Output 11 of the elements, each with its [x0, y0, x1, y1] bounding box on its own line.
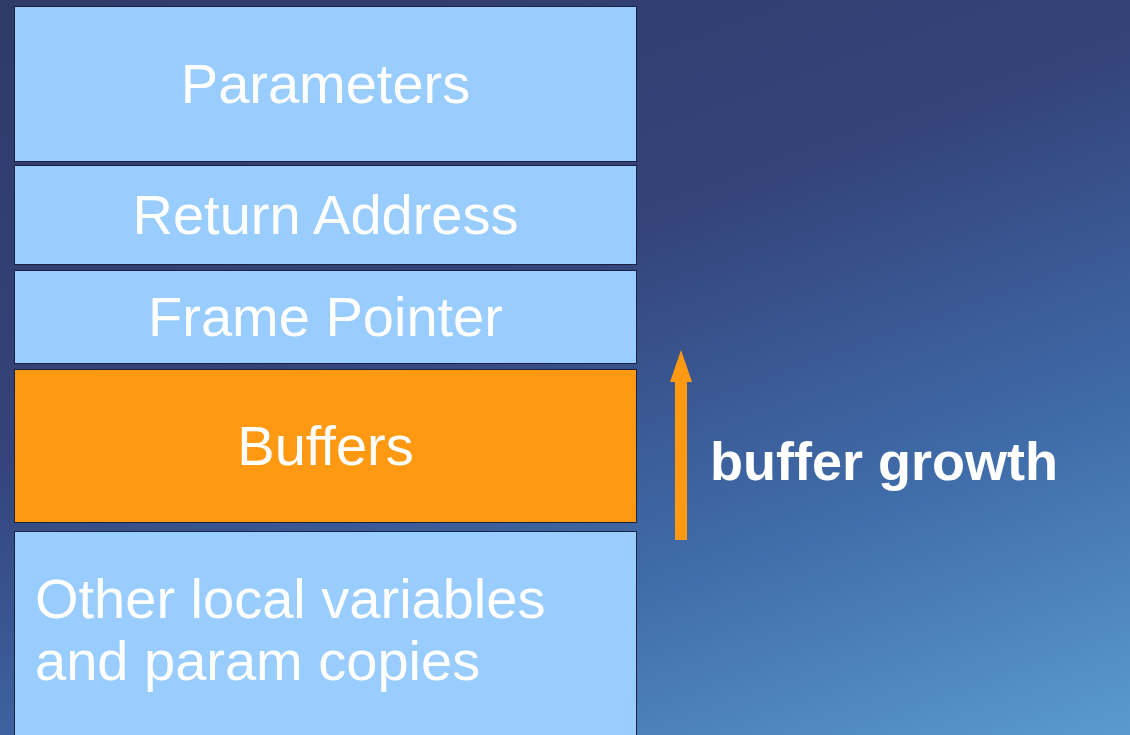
stack-frame-block: [14, 369, 637, 523]
block-label: Parameters: [180, 53, 471, 115]
stack-frame-block: [14, 6, 637, 162]
growth-label: buffer growth: [710, 430, 1058, 492]
stack-frame-block: [14, 270, 637, 364]
block-label: Frame Pointer: [148, 286, 503, 348]
block-label: Buffers: [237, 415, 414, 477]
block-label: Return Address: [132, 184, 519, 246]
stack-frame-block: [14, 531, 637, 735]
block-label: Other local variables and param copies: [35, 568, 547, 692]
stack-frame-block: [14, 165, 637, 265]
